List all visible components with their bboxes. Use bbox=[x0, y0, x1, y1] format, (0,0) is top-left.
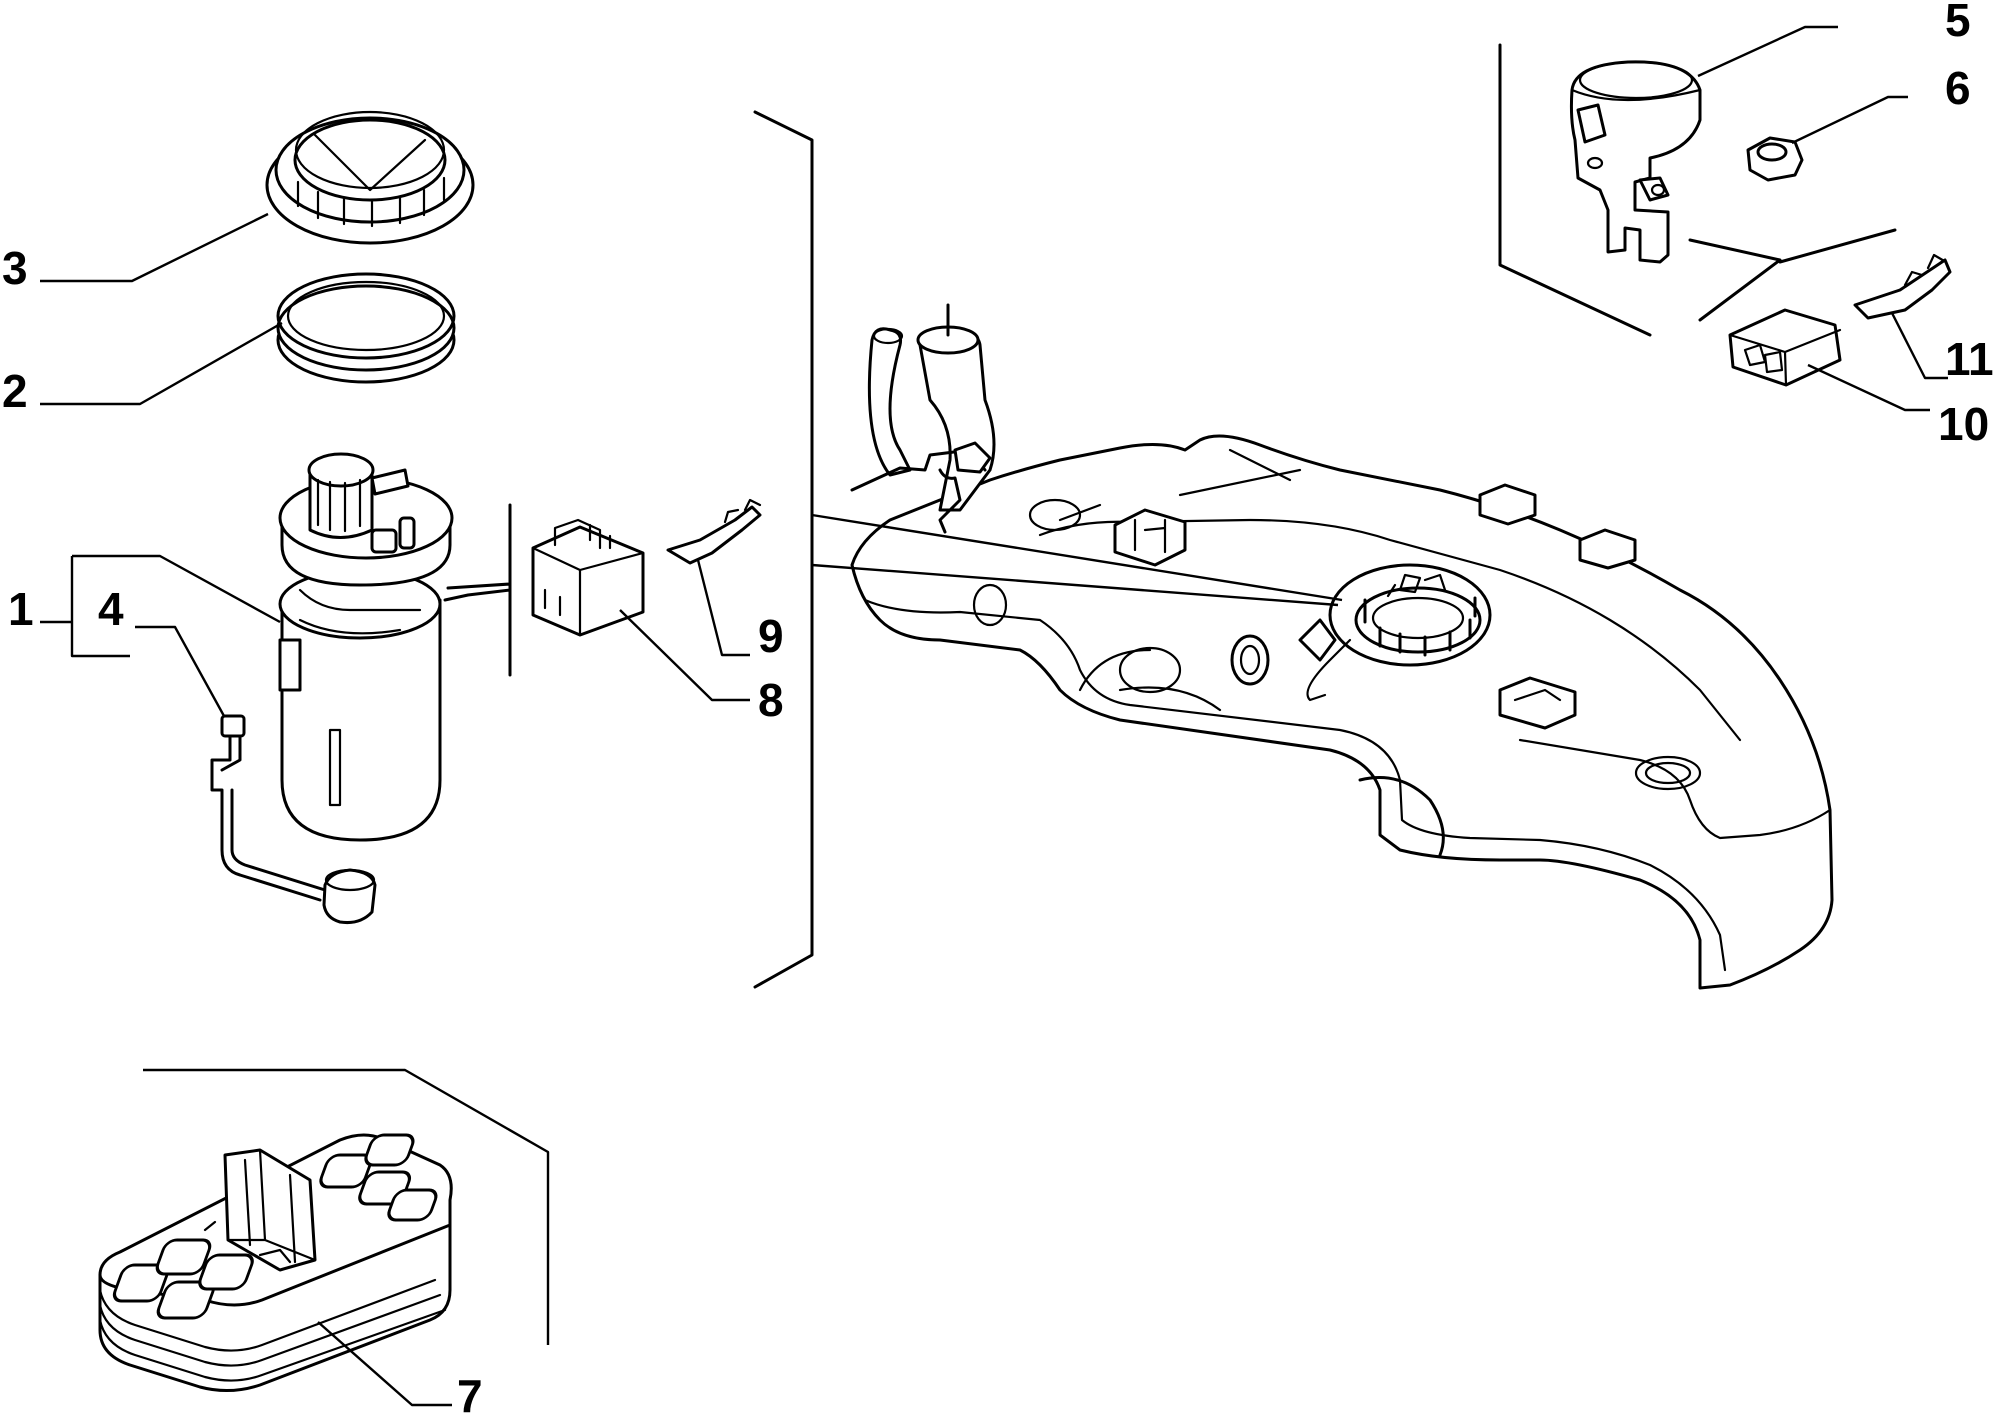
filler-neck bbox=[850, 303, 996, 534]
callout-11: 11 bbox=[1945, 333, 1994, 385]
fuse-sockets bbox=[112, 1133, 438, 1320]
leader-9 bbox=[696, 559, 750, 657]
leader-6 bbox=[1791, 95, 1908, 145]
leader-8 bbox=[619, 609, 750, 702]
callout-5: 5 bbox=[1945, 0, 1971, 46]
leader-lines bbox=[40, 25, 1948, 1407]
part-11-terminal bbox=[1853, 253, 1952, 320]
leader-5 bbox=[1697, 25, 1838, 78]
callout-8: 8 bbox=[758, 674, 784, 726]
valve-connector-leads bbox=[1688, 228, 1897, 322]
callout-7: 7 bbox=[457, 1370, 483, 1414]
part-7-bracket bbox=[143, 1068, 550, 1345]
leader-11 bbox=[1890, 312, 1948, 380]
callout-2: 2 bbox=[2, 365, 28, 417]
assembly-to-tank-lead bbox=[811, 513, 1343, 607]
leader-1 bbox=[40, 554, 281, 658]
part-2-seal-ring bbox=[276, 272, 456, 384]
part-3-locking-ring bbox=[265, 110, 475, 245]
valve-group-bracket bbox=[1498, 43, 1652, 337]
part-1-fuel-pump-assembly bbox=[278, 452, 454, 842]
part-8-connector-housing bbox=[531, 518, 645, 637]
leader-3 bbox=[40, 212, 269, 283]
part-7-fuse-box bbox=[98, 1133, 453, 1392]
callout-4: 4 bbox=[98, 583, 124, 635]
callout-6: 6 bbox=[1945, 62, 1971, 114]
pump-connector-bracket bbox=[443, 503, 512, 677]
part-6-nut bbox=[1746, 136, 1804, 182]
leader-10 bbox=[1807, 363, 1930, 412]
callout-9: 9 bbox=[758, 610, 784, 662]
callout-1: 1 bbox=[8, 583, 34, 635]
part-9-terminal bbox=[666, 498, 762, 565]
leader-7 bbox=[317, 1321, 452, 1407]
part-4-level-sender bbox=[210, 714, 377, 924]
fuel-tank bbox=[850, 434, 1834, 990]
part-10-connector bbox=[1728, 308, 1842, 387]
leader-2 bbox=[40, 321, 283, 406]
callout-10: 10 bbox=[1938, 398, 1989, 450]
leader-4 bbox=[135, 625, 226, 717]
part-5-valve bbox=[1569, 60, 1702, 264]
assembly-bracket bbox=[753, 110, 814, 989]
callout-3: 3 bbox=[2, 242, 28, 294]
